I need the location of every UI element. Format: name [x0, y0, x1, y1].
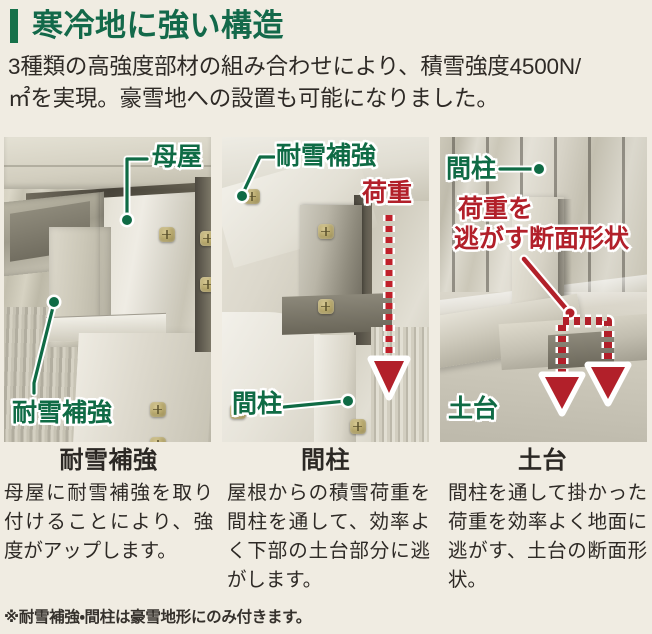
load-arrow-down: [367, 215, 411, 401]
label-taisetsu-hokyo-1: 耐雪補強: [10, 397, 114, 429]
lead-line-1: 3種類の高強度部材の組み合わせにより、積雪強度4500N/: [8, 54, 581, 79]
photo-image-post: [222, 137, 429, 442]
leader-line-moya: [119, 155, 151, 228]
label-kajyu-1: 荷重: [360, 177, 414, 209]
label-kajyu-wo: 荷重を: [456, 193, 535, 225]
caption-row: 耐雪補強 母屋に耐雪補強を取り付けることにより、強度がアップします。 間柱 屋根…: [0, 446, 652, 594]
photo-panel-row: 母屋 耐雪補強: [4, 137, 648, 442]
title-accent-bar: [10, 8, 18, 43]
label-mabashira-2: 間柱: [444, 153, 498, 185]
photo-panel-reinforcement: 母屋 耐雪補強: [4, 137, 211, 442]
leader-line-taisetsu-2: [234, 153, 278, 204]
leader-line-taisetsu: [30, 294, 62, 397]
lead-unit: ㎡: [8, 85, 31, 111]
lead-paragraph: 3種類の高強度部材の組み合わせにより、積雪強度4500N/ ㎡を実現。豪雪地への…: [8, 51, 648, 115]
footnote: ※耐雪補強・間柱は豪雪地形にのみ付きます。: [4, 609, 311, 626]
lead-line-2-rest: を実現。豪雪地への設置も可能になりました。: [30, 85, 499, 111]
caption-column-post: 間柱 屋根からの積雪荷重を間柱を通して、効率よく下部の土台部分に逃がします。: [217, 446, 434, 594]
caption-body-base: 間柱を通して掛かった荷重を効率よく地面に逃がす、土台の断面形状。: [448, 482, 647, 591]
label-moya: 母屋: [150, 141, 204, 173]
section-shape-arrows: [519, 254, 632, 417]
leader-line-mabashira-2: [496, 161, 547, 177]
page-title-row: 寒冷地に強い構造: [0, 0, 652, 43]
label-taisetsu-hokyo-2: 耐雪補強: [274, 140, 378, 172]
caption-heading-base: 土台: [518, 447, 567, 474]
caption-heading-reinforcement: 耐雪補強: [59, 447, 158, 474]
lead-line-2: ㎡を実現。豪雪地への設置も可能になりました。: [8, 83, 648, 115]
photo-image-reinforcement: [4, 137, 211, 442]
caption-body-reinforcement: 母屋に耐雪補強を取り付けることにより、強度がアップします。: [4, 482, 213, 562]
caption-column-reinforcement: 耐雪補強 母屋に耐雪補強を取り付けることにより、強度がアップします。: [0, 446, 217, 594]
caption-heading-post: 間柱: [301, 447, 350, 474]
caption-column-base: 土台 間柱を通して掛かった荷重を効率よく地面に逃がす、土台の断面形状。: [434, 446, 651, 594]
label-mabashira-1: 間柱: [230, 388, 284, 420]
caption-body-post: 屋根からの積雪荷重を間柱を通して、効率よく下部の土台部分に逃がします。: [227, 482, 430, 591]
label-nigasu-danmen: 逃がす断面形状: [452, 223, 631, 255]
page-title: 寒冷地に強い構造: [32, 8, 284, 43]
label-dodai: 土台: [446, 393, 500, 425]
leader-line-mabashira-1: [280, 393, 356, 411]
photo-panel-base: 間柱 荷重を 逃がす断面形状 土台: [440, 137, 647, 442]
photo-panel-post: 耐雪補強 荷重 間柱: [222, 137, 429, 442]
